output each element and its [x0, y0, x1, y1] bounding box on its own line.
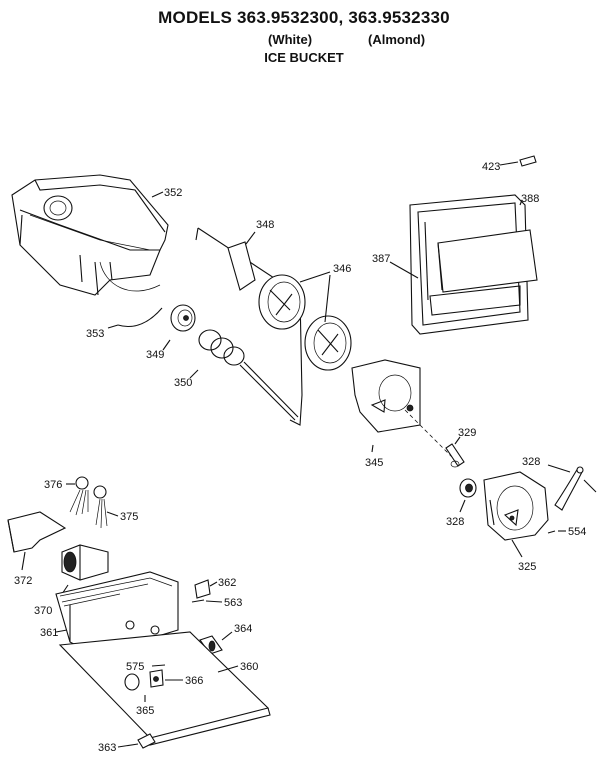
leader-388 — [519, 199, 523, 206]
leader-345 — [371, 444, 374, 453]
base-plate-360 — [58, 631, 271, 746]
variant-almond-label: (Almond) — [368, 32, 426, 47]
door-assembly-387 — [409, 194, 538, 335]
leader-363 — [117, 743, 139, 748]
part-label-325: 325 — [518, 561, 536, 573]
part-label-328a: 328 — [446, 516, 464, 528]
motor-370 — [61, 544, 109, 581]
leader-375 — [106, 511, 119, 517]
switch-362 — [194, 579, 211, 599]
cam-arm-328 — [554, 466, 597, 511]
leader-350 — [189, 369, 199, 379]
part-label-348: 348 — [256, 219, 274, 231]
auger-350 — [198, 329, 299, 421]
part-label-329: 329 — [458, 427, 476, 439]
leader-328a — [459, 499, 466, 513]
cam-housing-325 — [483, 471, 549, 541]
leader-575 — [151, 664, 166, 667]
part-label-350: 350 — [174, 377, 192, 389]
motor-cover-372 — [7, 511, 67, 553]
leader-349 — [162, 339, 171, 351]
part-label-388: 388 — [521, 193, 539, 205]
part-label-345: 345 — [365, 457, 383, 469]
part-label-363: 363 — [98, 742, 116, 754]
wire-connector-376 — [69, 476, 89, 516]
part-label-361: 361 — [40, 627, 58, 639]
leader-364 — [221, 631, 233, 641]
part-label-366: 366 — [185, 675, 203, 687]
part-label-575: 575 — [126, 661, 144, 673]
leader-346a — [299, 271, 331, 283]
divider-tab-348 — [227, 241, 256, 291]
part-label-362: 362 — [218, 577, 236, 589]
part-label-364: 364 — [234, 623, 252, 635]
leader-329 — [454, 436, 461, 445]
leader-325 — [511, 539, 523, 558]
leader-348 — [245, 231, 256, 245]
sleeve-329 — [445, 443, 465, 468]
part-label-346: 346 — [333, 263, 351, 275]
front-plate-345 — [351, 359, 421, 433]
part-label-375: 375 — [120, 511, 138, 523]
bushing-328 — [459, 478, 477, 498]
diagram-subtitle: ICE BUCKET — [264, 50, 344, 65]
leader-328b — [547, 464, 571, 473]
part-label-423: 423 — [482, 161, 500, 173]
clip-366 — [149, 669, 164, 688]
leader-353 — [107, 324, 119, 329]
leader-360 — [217, 665, 239, 673]
leader-387 — [389, 261, 419, 279]
part-label-370: 370 — [34, 605, 52, 617]
part-label-360: 360 — [240, 661, 258, 673]
part-label-352: 352 — [164, 187, 182, 199]
part-label-365: 365 — [136, 705, 154, 717]
auger-gear-349 — [170, 304, 196, 332]
leader-372 — [21, 551, 26, 571]
part-label-387: 387 — [372, 253, 390, 265]
ice-bucket-352 — [11, 174, 169, 296]
part-label-353: 353 — [86, 328, 104, 340]
wire-connector-375 — [93, 485, 108, 529]
screw-563 — [191, 599, 205, 603]
diagram-title: MODELS 363.9532300, 363.9532330 — [158, 8, 450, 27]
part-label-376: 376 — [44, 479, 62, 491]
screw-423 — [519, 155, 537, 167]
part-label-349: 349 — [146, 349, 164, 361]
pin-554 — [547, 530, 556, 534]
leader-362 — [209, 581, 218, 587]
part-label-554: 554 — [568, 526, 586, 538]
part-label-563: 563 — [224, 597, 242, 609]
part-label-372: 372 — [14, 575, 32, 587]
clip-353 — [117, 307, 163, 327]
drive-bracket-361 — [55, 571, 179, 656]
leader-346b — [324, 274, 331, 323]
leader-352 — [151, 191, 164, 198]
clip-365 — [124, 673, 140, 691]
part-label-328b: 328 — [522, 456, 540, 468]
variant-white-label: (White) — [268, 32, 313, 47]
fastener-363 — [137, 733, 156, 749]
leader-423 — [499, 161, 519, 166]
divider-plate-348 — [197, 227, 303, 426]
crusher-blades-346 — [258, 274, 352, 371]
leader-563 — [205, 600, 223, 603]
leader-361 — [55, 629, 68, 633]
